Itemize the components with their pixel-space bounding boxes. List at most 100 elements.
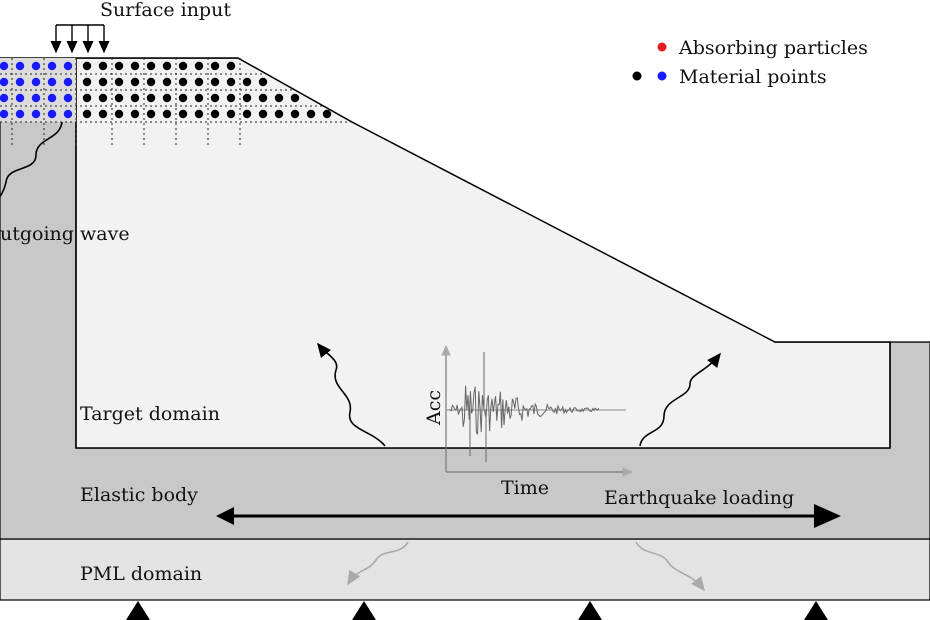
black-material-point — [114, 109, 124, 119]
black-material-point — [162, 93, 172, 103]
black-material-point — [178, 61, 188, 71]
black-material-point — [178, 93, 188, 103]
black-material-point — [242, 93, 252, 103]
pml-domain-region — [0, 538, 930, 601]
blue-material-point — [0, 61, 9, 71]
black-material-point — [162, 109, 172, 119]
black-material-point — [114, 93, 124, 103]
blue-material-point — [47, 77, 57, 87]
blue-material-point — [31, 61, 41, 71]
accelerogram: Acc Time — [423, 344, 634, 499]
support-triangle-icon — [578, 601, 602, 620]
pml-domain-label: PML domain — [80, 563, 202, 585]
black-material-point — [210, 61, 220, 71]
supports — [126, 601, 828, 620]
black-material-point — [130, 61, 140, 71]
black-material-point — [146, 109, 156, 119]
legend-absorbing-dot-icon — [657, 42, 667, 52]
black-material-point — [178, 77, 188, 87]
blue-material-point — [47, 93, 57, 103]
blue-material-point — [0, 109, 9, 119]
black-material-point — [210, 77, 220, 87]
support-triangle-icon — [126, 601, 150, 620]
time-label: Time — [501, 477, 549, 499]
blue-material-point — [31, 109, 41, 119]
blue-material-point — [47, 109, 57, 119]
surface-input-arrows — [50, 24, 110, 54]
black-material-point — [146, 93, 156, 103]
legend: Absorbing particles Material points — [632, 37, 868, 88]
outgoing-wave-label: utgoing wave — [0, 223, 130, 245]
black-material-point — [82, 61, 92, 71]
black-material-point — [306, 109, 316, 119]
blue-material-point — [31, 77, 41, 87]
black-material-point — [130, 93, 140, 103]
black-material-point — [82, 77, 92, 87]
black-material-point — [146, 77, 156, 87]
black-material-point — [194, 109, 204, 119]
black-material-point — [98, 61, 108, 71]
free-space-above-slope — [0, 0, 930, 342]
slope-surface-line — [0, 57, 891, 448]
black-material-point — [322, 109, 332, 119]
black-material-point — [178, 109, 188, 119]
blue-material-point — [31, 93, 41, 103]
blue-material-point — [15, 61, 25, 71]
target-domain-label: Target domain — [80, 403, 220, 425]
black-material-point — [290, 109, 300, 119]
black-material-point — [162, 77, 172, 87]
black-material-point — [194, 77, 204, 87]
black-material-point — [226, 109, 236, 119]
blue-material-point — [0, 77, 9, 87]
black-material-point — [226, 61, 236, 71]
black-material-point — [194, 61, 204, 71]
blue-material-point — [15, 109, 25, 119]
earthquake-loading-label: Earthquake loading — [604, 487, 794, 509]
legend-material-label: Material points — [679, 66, 827, 88]
black-material-point — [98, 93, 108, 103]
black-material-point — [274, 93, 284, 103]
blue-material-point — [63, 77, 73, 87]
wave-arrow-right — [639, 352, 721, 447]
black-material-point — [210, 93, 220, 103]
black-material-point — [114, 77, 124, 87]
material-points-group — [0, 61, 332, 119]
black-material-point — [242, 109, 252, 119]
blue-material-point — [47, 61, 57, 71]
pml-wave-arrow-right — [635, 541, 705, 592]
blue-material-point — [63, 109, 73, 119]
black-material-point — [98, 77, 108, 87]
support-triangle-icon — [804, 601, 828, 620]
black-material-point — [258, 93, 268, 103]
black-material-point — [226, 93, 236, 103]
black-material-point — [226, 77, 236, 87]
black-material-point — [210, 109, 220, 119]
black-material-point — [146, 61, 156, 71]
black-material-point — [242, 77, 252, 87]
outgoing-wave-squiggle — [0, 121, 63, 199]
black-material-point — [98, 109, 108, 119]
wave-arrow-left — [316, 342, 386, 447]
acc-label: Acc — [423, 390, 445, 426]
black-material-point — [290, 93, 300, 103]
black-material-point — [194, 93, 204, 103]
black-material-point — [82, 93, 92, 103]
black-material-point — [130, 77, 140, 87]
acc-trace — [449, 352, 600, 462]
black-material-point — [130, 109, 140, 119]
earthquake-arrow-left-head-icon — [216, 507, 234, 525]
support-triangle-icon — [352, 601, 376, 620]
black-material-point — [82, 109, 92, 119]
black-material-point — [162, 61, 172, 71]
black-material-point — [114, 61, 124, 71]
pml-wave-arrow-left — [347, 541, 409, 586]
elastic-body-label: Elastic body — [80, 484, 198, 506]
blue-material-point — [15, 93, 25, 103]
legend-black-dot-icon — [632, 71, 642, 81]
black-material-point — [258, 77, 268, 87]
legend-absorbing-label: Absorbing particles — [678, 37, 868, 59]
black-material-point — [274, 109, 284, 119]
blue-material-point — [63, 61, 73, 71]
